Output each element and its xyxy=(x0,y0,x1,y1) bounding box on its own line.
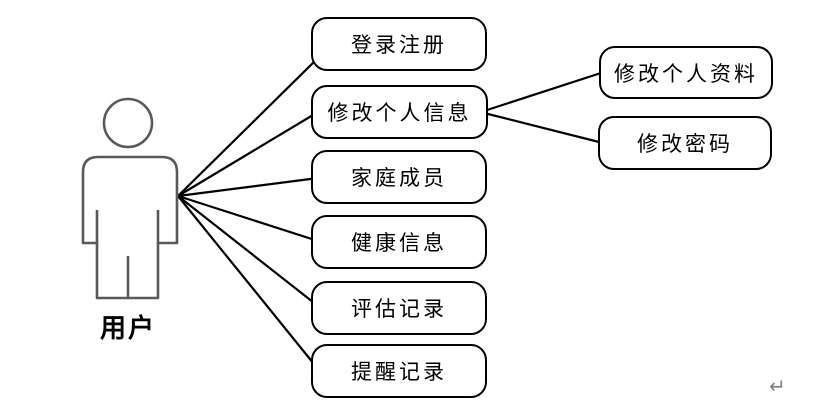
actor-label: 用户 xyxy=(99,313,156,343)
use-case-label: 提醒记录 xyxy=(351,360,447,384)
actor-body xyxy=(81,155,179,300)
use-case-label: 修改个人信息 xyxy=(327,101,472,125)
use-case-label: 健康信息 xyxy=(351,231,447,255)
use-case-label: 修改个人资料 xyxy=(614,61,758,86)
actor-head xyxy=(102,97,154,149)
use-case-change-password: 修改密码 xyxy=(598,116,772,170)
connector-lines xyxy=(177,57,605,370)
use-case-edit-profile: 修改个人资料 xyxy=(599,46,773,99)
use-case-label: 家庭成员 xyxy=(351,166,447,190)
connection-line-actor-remind xyxy=(177,195,319,370)
use-case-reminder-records: 提醒记录 xyxy=(311,344,487,398)
use-case-label: 登录注册 xyxy=(351,33,447,57)
connection-line-editinfo-editprofile xyxy=(483,70,605,113)
use-case-label: 修改密码 xyxy=(637,132,733,156)
connection-line-actor-family xyxy=(177,176,319,198)
connection-line-actor-assess xyxy=(177,195,319,307)
connection-line-actor-login xyxy=(177,57,319,197)
use-case-assessment-records: 评估记录 xyxy=(311,281,487,335)
use-case-health-info: 健康信息 xyxy=(311,215,487,269)
carriage-return-mark-icon: ↵ xyxy=(769,374,786,398)
user-actor-icon xyxy=(81,97,179,300)
use-case-family-members: 家庭成员 xyxy=(311,150,487,204)
connection-line-editinfo-password xyxy=(483,111,604,145)
connection-line-actor-editinfo xyxy=(177,111,319,197)
use-case-label: 评估记录 xyxy=(351,297,447,321)
use-case-edit-personal-info: 修改个人信息 xyxy=(311,85,488,139)
connection-line-actor-health xyxy=(177,194,319,243)
use-case-login-register: 登录注册 xyxy=(311,17,487,71)
